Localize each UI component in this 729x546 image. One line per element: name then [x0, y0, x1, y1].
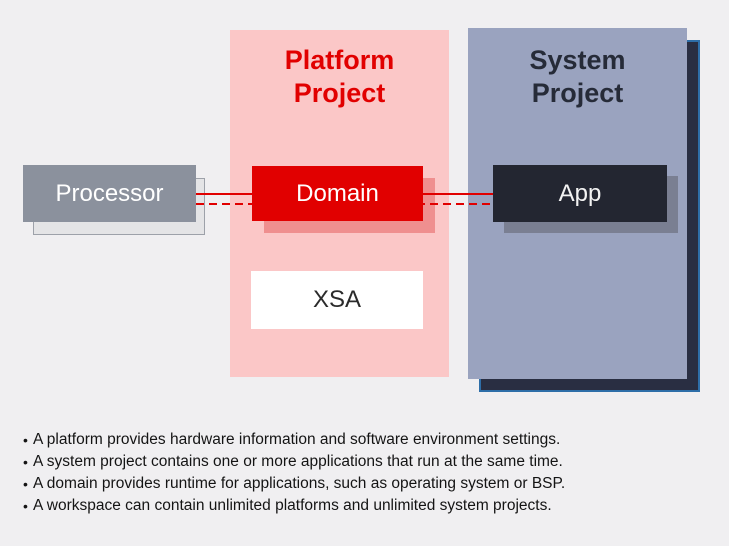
note-item: • A workspace can contain unlimited plat…	[23, 495, 713, 517]
platform-project-title: Platform Project	[284, 45, 395, 108]
note-text: A workspace can contain unlimited platfo…	[33, 497, 552, 514]
bullet-icon: •	[23, 454, 28, 470]
note-text: A platform provides hardware information…	[33, 431, 561, 448]
xsa-node: XSA	[251, 271, 423, 329]
note-text: A domain provides runtime for applicatio…	[33, 475, 566, 492]
app-node: App	[493, 165, 667, 222]
note-item: • A system project contains one or more …	[23, 451, 713, 473]
notes-list: • A platform provides hardware informati…	[23, 429, 713, 517]
processor-node: Processor	[23, 165, 196, 222]
note-item: • A domain provides runtime for applicat…	[23, 473, 713, 495]
bullet-icon: •	[23, 476, 28, 492]
note-text: A system project contains one or more ap…	[33, 453, 563, 470]
bullet-icon: •	[23, 432, 28, 448]
note-item: • A platform provides hardware informati…	[23, 429, 713, 451]
bullet-icon: •	[23, 498, 28, 514]
system-project-title: System Project	[529, 45, 626, 108]
domain-node: Domain	[252, 166, 423, 221]
